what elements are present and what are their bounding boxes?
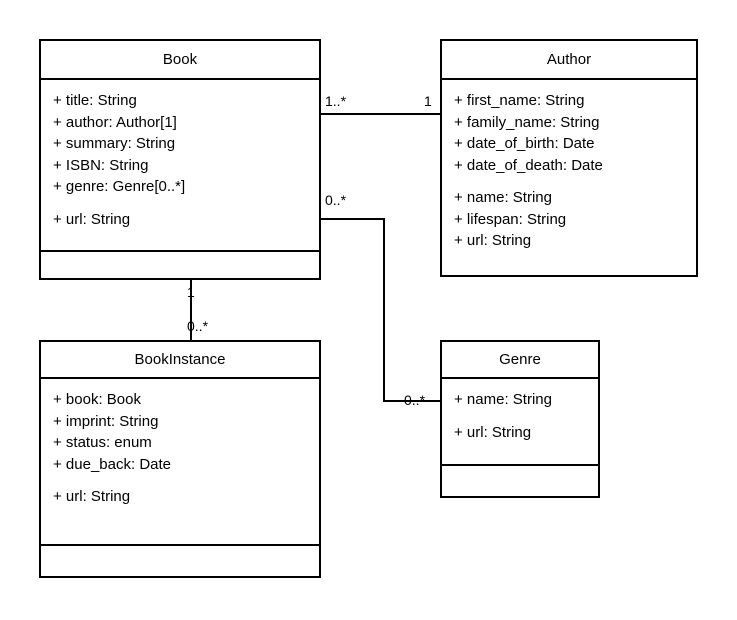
class-operations-book (41, 252, 319, 278)
multiplicity-book-genre-target: 0..* (404, 392, 426, 408)
multiplicity-book-author-target: 1 (424, 93, 432, 109)
class-title-book: Book (41, 41, 319, 80)
class-attributes-book: + title: String + author: Author[1] + su… (41, 80, 319, 252)
attribute-row: + lifespan: String (454, 210, 567, 228)
class-operations-genre (442, 466, 598, 496)
association-book-genre-segment-3 (383, 400, 440, 402)
attribute-row: + name: String (454, 189, 552, 206)
attribute-spacer (53, 475, 307, 486)
class-attributes-bookinstance: + book: Book + imprint: String + status:… (41, 379, 319, 546)
class-title-bookinstance: BookInstance (41, 342, 319, 379)
class-title-author: Author (442, 41, 696, 80)
multiplicity-book-bookinstance-source: 1 (187, 284, 195, 300)
association-book-bookinstance-line (190, 280, 192, 340)
attribute-spacer (454, 176, 684, 187)
attribute-spacer (454, 411, 586, 422)
attribute-row: + url: String (53, 210, 131, 228)
attribute-row: + url: String (454, 423, 532, 441)
class-operations-bookinstance (41, 546, 319, 576)
attribute-row: + title: String (53, 92, 137, 109)
class-box-author[interactable]: Author + first_name: String + family_nam… (440, 39, 698, 277)
attribute-row: + book: Book (53, 391, 141, 408)
attribute-spacer (53, 198, 307, 209)
attribute-row: + url: String (53, 488, 131, 505)
association-book-genre-segment-1 (321, 218, 385, 220)
class-attributes-genre: + name: String + url: String (442, 379, 598, 466)
class-box-book[interactable]: Book + title: String + author: Author[1]… (39, 39, 321, 280)
attribute-row: + name: String (454, 391, 552, 408)
attribute-row: + author: Author[1] (53, 113, 177, 131)
attribute-row: + family_name: String (454, 113, 600, 131)
attribute-row: + first_name: String (454, 92, 585, 109)
multiplicity-book-genre-source: 0..* (325, 192, 347, 208)
attribute-row: + ISBN: String (53, 156, 149, 174)
attribute-row: + summary: String (53, 135, 176, 152)
attribute-row: + genre: Genre[0..*] (53, 178, 186, 195)
attribute-row: + status: enum (53, 434, 152, 451)
class-box-bookinstance[interactable]: BookInstance + book: Book + imprint: Str… (39, 340, 321, 578)
attribute-row: + imprint: String (53, 412, 159, 430)
attribute-row: + date_of_birth: Date (454, 135, 595, 152)
attribute-row: + date_of_death: Date (454, 156, 603, 174)
multiplicity-book-bookinstance-target: 0..* (187, 318, 209, 334)
attribute-row: + due_back: Date (53, 455, 172, 473)
association-book-genre-segment-2 (383, 218, 385, 402)
association-book-author-line (321, 113, 440, 115)
class-title-genre: Genre (442, 342, 598, 379)
class-box-genre[interactable]: Genre + name: String + url: String (440, 340, 600, 498)
multiplicity-book-author-source: 1..* (325, 93, 347, 109)
attribute-row: + url: String (454, 232, 532, 249)
class-attributes-author: + first_name: String + family_name: Stri… (442, 80, 696, 275)
